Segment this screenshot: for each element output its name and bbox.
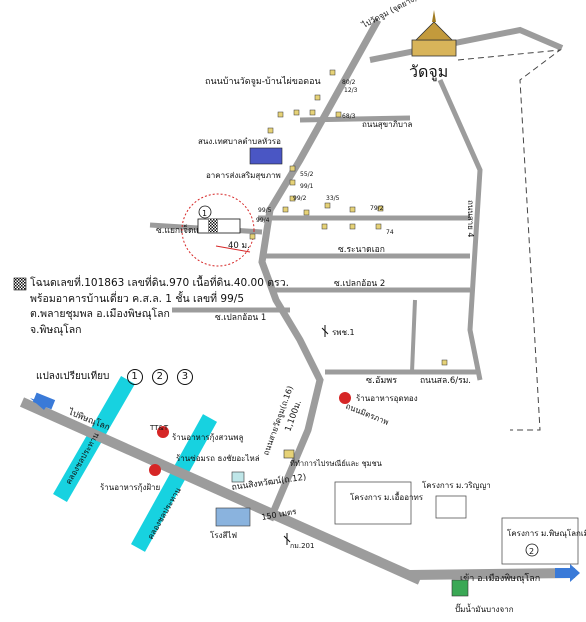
project-uea-box — [334, 481, 412, 525]
house-no-7: 79/2 — [370, 205, 384, 212]
place-km: กม.201 — [290, 542, 314, 550]
comparison-legend: แปลงเปรียบเทียบ 1 2 3 — [36, 369, 193, 385]
clinic-icon — [321, 325, 329, 337]
road-watjum — [258, 18, 382, 522]
road-top-right — [369, 26, 564, 63]
comp2-marker — [525, 543, 539, 557]
legend-line-3: ต.พลายชุมพล อ.เมืองพิษณุโลก — [30, 308, 170, 320]
municipality-icon — [249, 147, 283, 165]
road-label-to-temple: ไปวัดจูม (จุดยาง) — [360, 0, 419, 31]
road-label-tanon-sai: ถนนสล.6/รม. — [420, 376, 471, 386]
place-post: ที่ทำการไปรษณีย์และ ชุมชน — [290, 458, 382, 468]
subject-marker — [198, 205, 212, 219]
house-no-11: 12/3 — [344, 87, 358, 94]
soi-top — [299, 115, 411, 123]
canal-label-left: คลองชลประทาน — [64, 431, 101, 486]
house-no-9: 68/3 — [342, 113, 356, 120]
subject-plot-hatch — [208, 219, 218, 233]
house-no-5: 55/2 — [300, 171, 314, 178]
comparison-label: แปลงเปรียบเทียบ — [36, 371, 110, 382]
arrow-left-shaft — [32, 392, 56, 410]
place-health: อาคารส่งเสริมสุขภาพ — [206, 171, 281, 180]
road-label-mittraphap: ถนนมิตรภาพ — [344, 402, 390, 427]
house-no-1: 99/5 — [258, 207, 272, 214]
highway-to-city — [409, 568, 576, 580]
road-label-sanitraphiban: ถนนสุขาภิบาล — [362, 120, 412, 129]
road-label-plaek2: ซ.เปลกอ้อน 2 — [334, 278, 385, 289]
km-icon — [283, 533, 291, 545]
restaurant-icon-kungpai — [149, 464, 161, 476]
place-rongsiphai: โรงสีไฟ — [210, 530, 237, 540]
place-project-phitsanulok: โครงการ ม.พิษณุโลกเมืองใหม่ — [507, 528, 586, 538]
road-label-to-city: เข้า อ.เมืองพิษณุโลก — [460, 573, 540, 584]
highway-main — [19, 397, 423, 585]
place-project-riya: โครงการ ม.วริญญา — [422, 480, 491, 490]
subject-plot — [197, 218, 241, 234]
comparison-3: 3 — [176, 369, 193, 385]
comp2-number: 2 — [529, 547, 534, 556]
distance-40: 40 ม. — [228, 241, 250, 251]
road-label-yaek: ซ.แยกเจ็ดแยก — [156, 224, 209, 236]
house-no-6: 33/5 — [326, 195, 340, 202]
arrow-right — [570, 564, 580, 582]
road-dashed — [457, 49, 562, 431]
subject-site-circle — [181, 193, 255, 267]
place-gas-station: ปั๊มน้ำมันบางจาก — [455, 603, 514, 614]
temple-name: วัดจูม — [409, 62, 448, 82]
road-east — [437, 78, 483, 381]
subject-marker-number: 1 — [202, 209, 207, 218]
house-no-3: 99/2 — [293, 195, 307, 202]
road-label-ranad: ซ.ระนาดเอก — [338, 245, 385, 255]
place-restaurant-kungsuan: ร้านอาหารกุ้งสวนพลู — [172, 433, 243, 443]
gas-station-icon — [451, 579, 469, 597]
comparison-2: 2 — [151, 369, 168, 385]
road-label-ammorn: ซ.อัมพร — [366, 376, 397, 386]
place-rph: รพช.1 — [332, 328, 355, 337]
legend-swatch — [13, 277, 27, 291]
house-markers — [249, 69, 448, 366]
restaurant-icon-thong — [339, 392, 351, 404]
legend-line-2: พร้อมอาคารบ้านเดี่ยว ค.ส.ล. 1 ชั้น เลขที… — [30, 292, 244, 305]
place-warehouse: ร้านซ่อมรถ ธงชัยอะไหล่ — [176, 454, 260, 463]
road-label-plaek1: ซ.เปลกอ้อน 1 — [215, 312, 266, 323]
distance-40-line — [215, 245, 251, 253]
post-icon — [283, 449, 295, 459]
place-municipality: สนง.เทศบาลตำบลหัวรอ — [198, 137, 281, 146]
comparison-1: 1 — [126, 369, 143, 385]
house-no-10: 80/2 — [342, 79, 356, 86]
legend-line-4: จ.พิษณุโลก — [30, 323, 82, 336]
legend-line-1: โฉนดเลขที่.101863 เลขที่ดิน.970 เนื้อที่… — [30, 277, 289, 289]
project-phitsanulok-box — [501, 517, 579, 565]
project-riya-box — [435, 495, 467, 519]
place-restaurant-kungpai: ร้านอาหารกุ้งฝ้าย — [100, 483, 160, 492]
restaurant-icon-kungsuan — [157, 426, 169, 438]
house-no-2: 99/4 — [256, 217, 270, 224]
house-no-8: 74 — [386, 229, 394, 236]
house-no-4: 99/1 — [300, 183, 314, 190]
canal-right — [131, 414, 217, 552]
place-restaurant-thong: ร้านอาหารอุดทอง — [356, 394, 418, 403]
legend: โฉนดเลขที่.101863 เลขที่ดิน.970 เนื้อที่… — [30, 276, 310, 338]
temple-icon — [411, 10, 457, 57]
road-label-banwatjum: ถนนบ้านวัดจูม-บ้านไผ่ขอดอน — [205, 76, 321, 87]
place-tt: TT&T — [149, 424, 169, 432]
warehouse-icon — [231, 471, 245, 483]
arrow-right-shaft — [555, 568, 571, 578]
rongsiphai-icon — [215, 507, 251, 527]
road-label-east: ถนนสาย 4 — [466, 200, 475, 237]
soi-vertical — [410, 299, 417, 373]
place-project-uea: โครงการ ม.เอื้ออาทร — [350, 491, 424, 502]
